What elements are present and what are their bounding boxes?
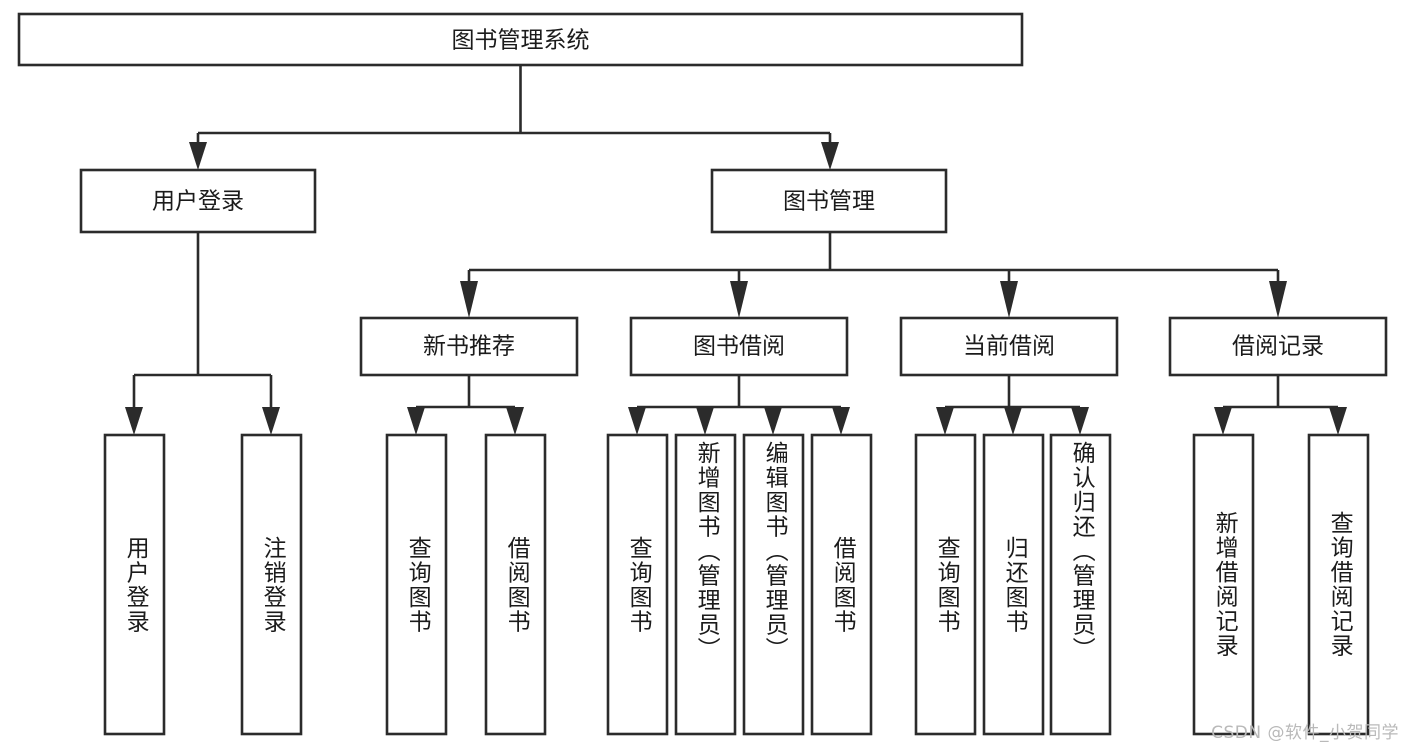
arrowhead-borrow-record xyxy=(1269,281,1287,318)
leaf-query-book-1-box[interactable] xyxy=(385,433,448,736)
arrowhead-current-borrow xyxy=(1000,281,1018,318)
arrowhead-leaf-return-book xyxy=(1004,407,1022,435)
arrowhead-leaf-add-book xyxy=(696,407,714,435)
node-root[interactable]: 图书管理系统 xyxy=(17,12,1024,67)
node-current-borrow-box[interactable] xyxy=(899,316,1119,377)
node-new-book-recommend[interactable]: 新书推荐 xyxy=(359,316,579,377)
node-book-borrow-label: 图书借阅 xyxy=(693,334,785,360)
leaf-borrow-book-2-box[interactable] xyxy=(810,433,873,736)
arrowhead-leaf-borrow-book-1 xyxy=(506,407,524,435)
arrowhead-new-book-recommend xyxy=(460,281,478,318)
node-new-book-recommend-box[interactable] xyxy=(359,316,579,377)
leaf-return-book-box[interactable] xyxy=(982,433,1045,736)
arrowhead-leaf-user-login xyxy=(125,407,143,435)
leaf-boxes xyxy=(103,433,1370,736)
arrowhead-leaf-confirm-return xyxy=(1071,407,1089,435)
node-root-box[interactable] xyxy=(17,12,1024,67)
leaf-user-logout-box[interactable] xyxy=(240,433,303,736)
arrowhead-leaf-edit-book xyxy=(764,407,782,435)
node-borrow-record-box[interactable] xyxy=(1168,316,1388,377)
leaf-query-book-3-box[interactable] xyxy=(914,433,977,736)
leaf-confirm-return-box[interactable] xyxy=(1049,433,1112,736)
node-user-login[interactable]: 用户登录 xyxy=(79,168,317,234)
arrowhead-leaf-query-record xyxy=(1329,407,1347,435)
node-new-book-recommend-label: 新书推荐 xyxy=(423,334,515,360)
leaf-add-book-box[interactable] xyxy=(674,433,737,736)
leaf-query-record-box[interactable] xyxy=(1307,433,1370,736)
arrowhead-leaf-add-record xyxy=(1214,407,1232,435)
node-user-login-box[interactable] xyxy=(79,168,317,234)
node-current-borrow-label: 当前借阅 xyxy=(963,334,1055,360)
arrowhead-book-borrow xyxy=(730,281,748,318)
connectors xyxy=(125,65,1347,435)
arrowhead-leaf-user-logout xyxy=(262,407,280,435)
node-current-borrow[interactable]: 当前借阅 xyxy=(899,316,1119,377)
node-book-borrow[interactable]: 图书借阅 xyxy=(629,316,849,377)
arrowhead-leaf-query-book-2 xyxy=(628,407,646,435)
leaf-query-book-2-box[interactable] xyxy=(606,433,669,736)
node-book-manage[interactable]: 图书管理 xyxy=(710,168,948,234)
leaf-borrow-book-1-box[interactable] xyxy=(484,433,547,736)
leaf-edit-book-box[interactable] xyxy=(742,433,805,736)
arrowhead-user-login xyxy=(189,142,207,170)
node-borrow-record[interactable]: 借阅记录 xyxy=(1168,316,1388,377)
arrowhead-leaf-borrow-book-2 xyxy=(832,407,850,435)
leaf-add-record-box[interactable] xyxy=(1192,433,1255,736)
node-borrow-record-label: 借阅记录 xyxy=(1232,334,1324,360)
arrowhead-book-manage xyxy=(821,142,839,170)
arrowhead-leaf-query-book-3 xyxy=(936,407,954,435)
arrowhead-leaf-query-book-1 xyxy=(407,407,425,435)
leaf-user-login-box[interactable] xyxy=(103,433,166,736)
csdn-watermark: CSDN @软件_小贺同学 xyxy=(1211,723,1399,743)
node-book-borrow-box[interactable] xyxy=(629,316,849,377)
node-root-label: 图书管理系统 xyxy=(452,28,590,54)
node-user-login-label: 用户登录 xyxy=(152,189,244,215)
node-book-manage-box[interactable] xyxy=(710,168,948,234)
node-book-manage-label: 图书管理 xyxy=(783,189,875,215)
